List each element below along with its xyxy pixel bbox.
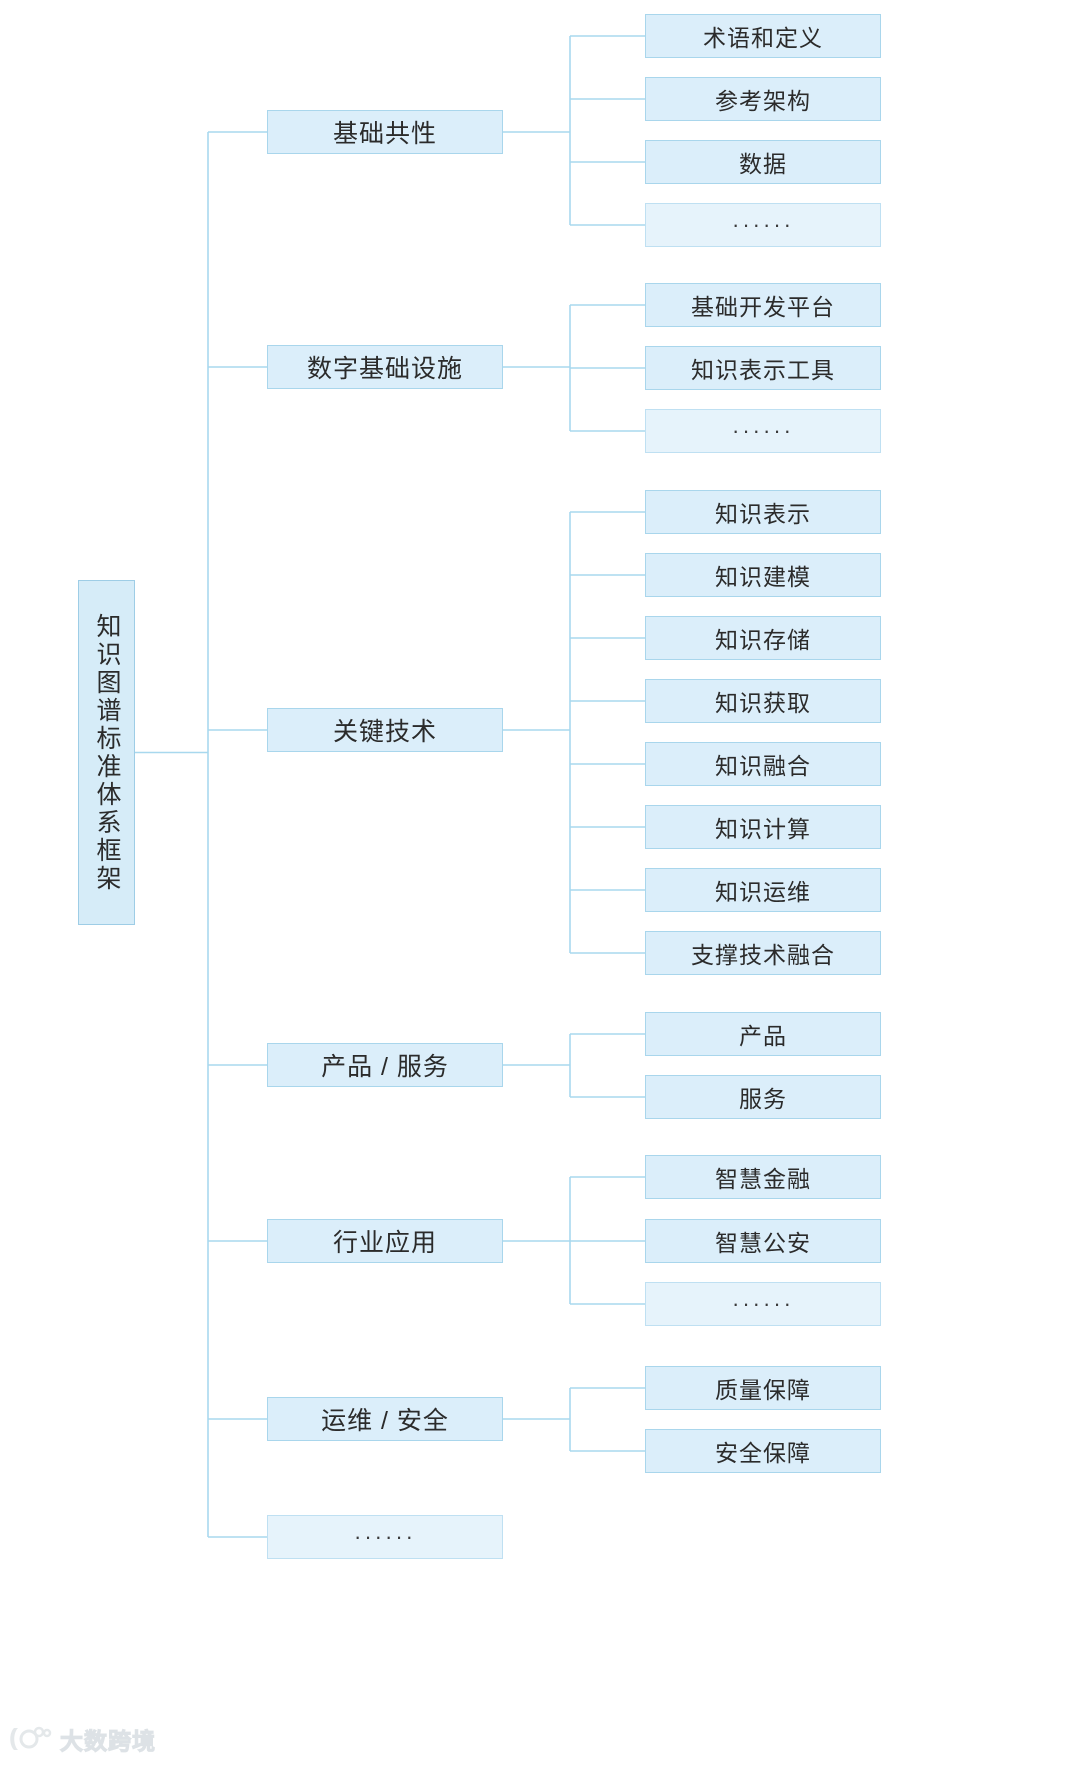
leaf-node-label: 知识存储 <box>715 627 811 653</box>
leaf-node-label: 知识表示 <box>715 501 811 527</box>
branch-node-label: 运维 / 安全 <box>321 1407 449 1435</box>
branch-node-5[interactable]: 行业应用 <box>267 1219 503 1263</box>
branch-node-label: 关键技术 <box>332 718 437 746</box>
leaf-node-3-7[interactable]: 知识运维 <box>645 868 881 912</box>
leaf-node-4-2[interactable]: 服务 <box>645 1075 881 1119</box>
leaf-node-2-1[interactable]: 基础开发平台 <box>645 283 881 327</box>
leaf-node-label: 知识建模 <box>715 564 811 590</box>
watermark: 大数跨境 <box>8 1722 156 1756</box>
leaf-node-3-1[interactable]: 知识表示 <box>645 490 881 534</box>
leaf-node-3-5[interactable]: 知识融合 <box>645 742 881 786</box>
leaf-node-1-3[interactable]: 数据 <box>645 140 881 184</box>
leaf-node-5-2[interactable]: 智慧公安 <box>645 1219 881 1263</box>
leaf-node-label: 服务 <box>739 1086 787 1112</box>
leaf-node-2-2[interactable]: 知识表示工具 <box>645 346 881 390</box>
watermark-logo-icon <box>8 1724 54 1754</box>
branch-node-6[interactable]: 运维 / 安全 <box>267 1397 503 1441</box>
branch-node-3[interactable]: 关键技术 <box>267 708 503 752</box>
leaf-node-label: ······ <box>732 212 794 237</box>
watermark-text: 大数跨境 <box>60 1728 156 1755</box>
leaf-node-label: 知识表示工具 <box>691 357 835 383</box>
leaf-node-3-6[interactable]: 知识计算 <box>645 805 881 849</box>
branch-node-label: 产品 / 服务 <box>321 1053 449 1081</box>
leaf-node-1-1[interactable]: 术语和定义 <box>645 14 881 58</box>
leaf-node-label: 支撑技术融合 <box>691 942 835 968</box>
leaf-node-1-2[interactable]: 参考架构 <box>645 77 881 121</box>
leaf-node-label: 术语和定义 <box>703 25 823 51</box>
leaf-node-3-4[interactable]: 知识获取 <box>645 679 881 723</box>
leaf-node-label: 智慧金融 <box>715 1166 811 1192</box>
leaf-node-label: 知识计算 <box>715 816 811 842</box>
branch-node-label: ······ <box>354 1524 416 1549</box>
root-node-label: 知识图谱标准体系框架 <box>93 612 121 893</box>
leaf-node-2-3[interactable]: ······ <box>645 409 881 453</box>
leaf-node-5-3[interactable]: ······ <box>645 1282 881 1326</box>
leaf-node-label: 知识融合 <box>715 753 811 779</box>
leaf-node-label: 知识获取 <box>715 690 811 716</box>
leaf-node-1-4[interactable]: ······ <box>645 203 881 247</box>
root-node[interactable]: 知识图谱标准体系框架 <box>78 580 135 925</box>
leaf-node-label: 基础开发平台 <box>691 294 835 320</box>
branch-node-7[interactable]: ······ <box>267 1515 503 1559</box>
branch-node-label: 数字基础设施 <box>306 355 463 383</box>
leaf-node-label: 质量保障 <box>715 1377 811 1403</box>
leaf-node-3-8[interactable]: 支撑技术融合 <box>645 931 881 975</box>
branch-node-2[interactable]: 数字基础设施 <box>267 345 503 389</box>
leaf-node-label: 参考架构 <box>715 88 811 114</box>
leaf-node-label: ······ <box>732 418 794 443</box>
leaf-node-4-1[interactable]: 产品 <box>645 1012 881 1056</box>
leaf-node-3-2[interactable]: 知识建模 <box>645 553 881 597</box>
leaf-node-label: 数据 <box>739 151 787 177</box>
leaf-node-3-3[interactable]: 知识存储 <box>645 616 881 660</box>
branch-node-1[interactable]: 基础共性 <box>267 110 503 154</box>
branch-node-label: 行业应用 <box>332 1229 437 1257</box>
leaf-node-label: 安全保障 <box>715 1440 811 1466</box>
leaf-node-label: 知识运维 <box>715 879 811 905</box>
leaf-node-label: ······ <box>732 1291 794 1316</box>
branch-node-label: 基础共性 <box>332 120 437 148</box>
leaf-node-5-1[interactable]: 智慧金融 <box>645 1155 881 1199</box>
leaf-node-label: 智慧公安 <box>715 1230 811 1256</box>
leaf-node-6-2[interactable]: 安全保障 <box>645 1429 881 1473</box>
branch-node-4[interactable]: 产品 / 服务 <box>267 1043 503 1087</box>
leaf-node-6-1[interactable]: 质量保障 <box>645 1366 881 1410</box>
leaf-node-label: 产品 <box>739 1023 787 1049</box>
